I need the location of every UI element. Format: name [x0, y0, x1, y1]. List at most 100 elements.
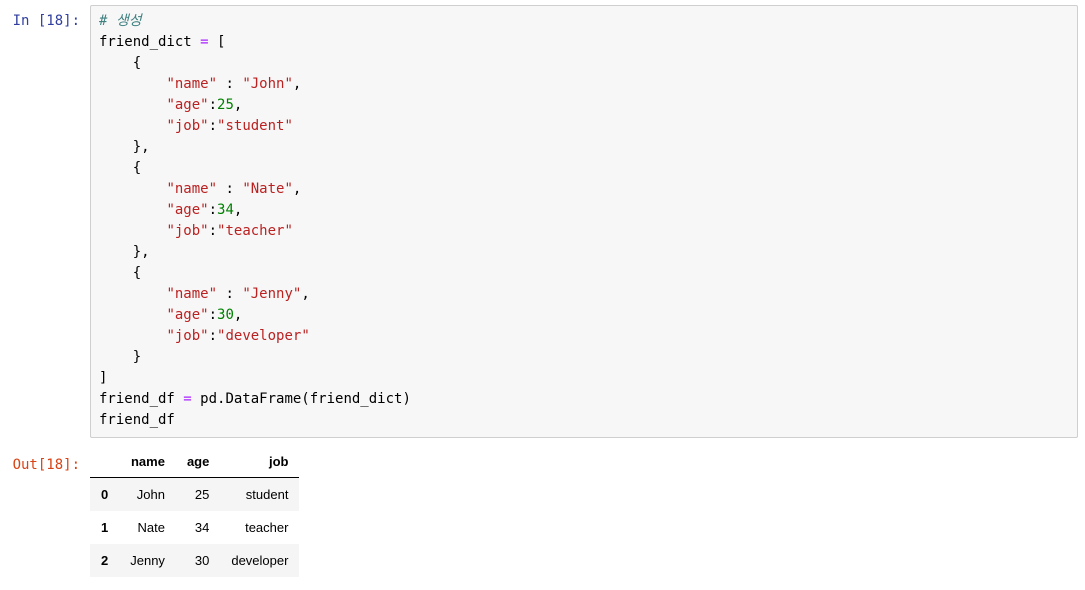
- code-token-plain: friend_dict: [99, 34, 201, 50]
- code-token-plain: :: [208, 118, 218, 134]
- code-token-string: "John": [242, 76, 293, 92]
- table-cell: 30: [194, 553, 210, 568]
- code-line: friend_dict = [: [99, 32, 1069, 53]
- code-line: "job":"developer": [99, 326, 1069, 347]
- code-line: "age":34,: [99, 200, 1069, 221]
- code-token-plain: :: [208, 307, 218, 323]
- code-line: "age":30,: [99, 305, 1069, 326]
- code-line: friend_df = pd.DataFrame(friend_dict): [99, 389, 1069, 410]
- code-line: },: [99, 242, 1069, 263]
- code-content[interactable]: # 생성 friend_dict = [ { "name" : "John", "…: [99, 11, 1069, 431]
- code-token-plain: ,: [292, 181, 302, 197]
- code-token-plain: [99, 181, 166, 197]
- code-token-plain: :: [208, 328, 218, 344]
- code-token-operator: =: [183, 391, 192, 407]
- code-line: {: [99, 263, 1069, 284]
- table-cell: teacher: [245, 520, 289, 535]
- code-token-plain: ]: [99, 370, 108, 386]
- code-token-string: "developer": [217, 328, 310, 344]
- row-index: 2: [101, 553, 109, 568]
- code-token-plain: {: [99, 265, 142, 281]
- index-column-header: [90, 446, 120, 478]
- code-token-operator: =: [200, 34, 209, 50]
- code-line: "name" : "Nate",: [99, 179, 1069, 200]
- code-line: "job":"student": [99, 116, 1069, 137]
- code-token-plain: ,: [233, 307, 243, 323]
- row-index: 0: [101, 487, 109, 502]
- code-token-plain: pd.DataFrame(friend_dict): [191, 391, 411, 407]
- code-token-string: "age": [166, 202, 209, 218]
- code-token-number: 25: [217, 97, 234, 113]
- code-token-plain: ,: [292, 76, 302, 92]
- code-token-plain: ,: [233, 97, 243, 113]
- code-token-string: "name": [166, 181, 218, 197]
- code-token-string: "student": [217, 118, 293, 134]
- code-token-plain: friend_df: [99, 391, 184, 407]
- row-index: 1: [101, 520, 109, 535]
- code-line: ]: [99, 368, 1069, 389]
- code-token-number: 30: [217, 307, 234, 323]
- code-token-plain: friend_df: [99, 412, 175, 428]
- code-line: "name" : "Jenny",: [99, 284, 1069, 305]
- table-row: 1 Nate 34 teacher: [90, 511, 300, 544]
- code-token-plain: [: [208, 34, 226, 50]
- code-token-plain: [99, 223, 166, 239]
- code-token-plain: {: [99, 160, 142, 176]
- code-editor[interactable]: # 생성 friend_dict = [ { "name" : "John", "…: [90, 5, 1078, 438]
- code-line: "age":25,: [99, 95, 1069, 116]
- code-line: {: [99, 53, 1069, 74]
- code-token-plain: }: [99, 349, 142, 365]
- table-cell: 34: [194, 520, 210, 535]
- code-line: "job":"teacher": [99, 221, 1069, 242]
- code-token-string: "teacher": [217, 223, 293, 239]
- code-token-plain: ,: [233, 202, 243, 218]
- notebook-cell: In [18]: # 생성 friend_dict = [ { "name" : …: [0, 5, 1085, 577]
- code-token-number: 34: [217, 202, 234, 218]
- code-line: }: [99, 347, 1069, 368]
- code-token-plain: [99, 76, 166, 92]
- code-token-plain: ,: [301, 286, 310, 302]
- code-token-string: "age": [166, 97, 209, 113]
- code-line: friend_df: [99, 410, 1069, 431]
- table-cell: developer: [231, 553, 289, 568]
- code-token-string: "Nate": [242, 181, 293, 197]
- input-prompt: In [18]:: [12, 13, 80, 29]
- table-cell: John: [136, 487, 165, 502]
- code-token-plain: :: [217, 286, 243, 302]
- code-token-plain: [99, 307, 166, 323]
- code-token-string: "Jenny": [242, 286, 302, 302]
- code-token-plain: {: [99, 55, 142, 71]
- code-token-plain: :: [217, 76, 243, 92]
- code-token-plain: },: [99, 244, 150, 260]
- output-prompt: Out[18]:: [12, 457, 80, 473]
- code-token-plain: :: [217, 181, 243, 197]
- code-token-string: "name": [166, 76, 218, 92]
- code-token-string: "job": [166, 223, 209, 239]
- table-cell: Nate: [137, 520, 165, 535]
- code-token-string: "name": [166, 286, 218, 302]
- code-token-plain: [99, 202, 166, 218]
- table-cell: 25: [194, 487, 210, 502]
- code-token-plain: [99, 97, 166, 113]
- code-line: # 생성: [99, 11, 1069, 32]
- code-token-plain: :: [208, 223, 218, 239]
- code-token-string: "job": [166, 328, 209, 344]
- column-header: job: [220, 446, 300, 478]
- code-token-plain: [99, 328, 166, 344]
- table-cell: student: [245, 487, 289, 502]
- code-token-plain: :: [208, 202, 218, 218]
- code-token-string: "age": [166, 307, 209, 323]
- code-token-comment: # 생성: [99, 13, 142, 29]
- table-cell: Jenny: [130, 553, 165, 568]
- column-header: name: [119, 446, 176, 478]
- code-line: },: [99, 137, 1069, 158]
- code-token-plain: :: [208, 97, 218, 113]
- input-row: In [18]: # 생성 friend_dict = [ { "name" : …: [0, 5, 1085, 438]
- code-line: {: [99, 158, 1069, 179]
- table-row: 0 John 25 student: [90, 477, 300, 511]
- code-token-plain: },: [99, 139, 150, 155]
- code-token-plain: [99, 286, 166, 302]
- table-row: 2 Jenny 30 developer: [90, 544, 300, 577]
